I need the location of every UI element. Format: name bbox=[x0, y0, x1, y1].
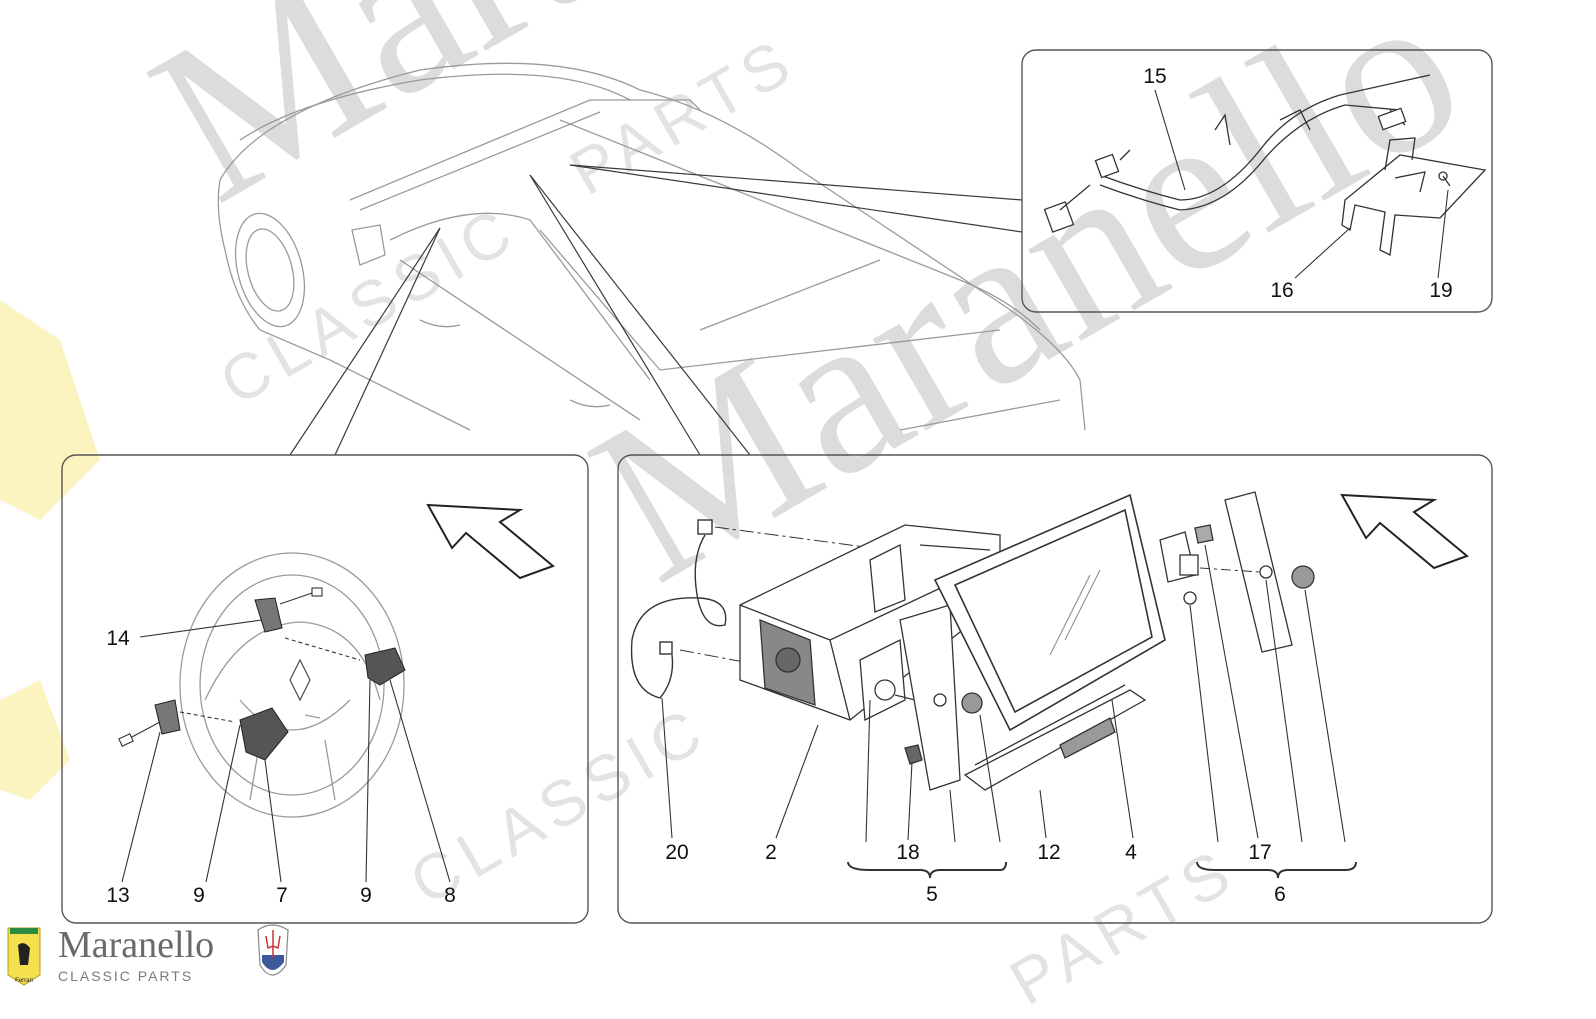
callout-8: 8 bbox=[444, 884, 456, 907]
radio-head-unit bbox=[739, 524, 1001, 722]
steering-wheel bbox=[179, 552, 405, 818]
steering-switches bbox=[118, 587, 406, 761]
detail-panel-steering-wheel bbox=[61, 454, 589, 924]
callout-9: 9 bbox=[360, 884, 372, 907]
callout-5: 5 bbox=[926, 883, 938, 906]
callout-19: 19 bbox=[1429, 279, 1453, 302]
brand-subtitle: CLASSIC PARTS bbox=[58, 968, 194, 984]
detail-panel-wiring bbox=[1021, 49, 1493, 313]
zoom-leader-lines bbox=[289, 164, 1023, 456]
callout-13: 13 bbox=[106, 884, 130, 907]
callout-4: 4 bbox=[1125, 841, 1137, 864]
wiring-harness bbox=[1043, 74, 1431, 233]
callout-15: 15 bbox=[1143, 65, 1167, 88]
mounting-bracket bbox=[1341, 137, 1487, 256]
callout-14: 14 bbox=[106, 627, 130, 650]
callout-12: 12 bbox=[1037, 841, 1061, 864]
callout-leaders-right bbox=[661, 544, 1357, 879]
ferrari-shield-logo: Ferrari bbox=[7, 927, 41, 986]
callout-18: 18 bbox=[896, 841, 920, 864]
callout-2: 2 bbox=[765, 841, 777, 864]
callout-6: 6 bbox=[1274, 883, 1286, 906]
callout-9: 9 bbox=[193, 884, 205, 907]
mount-clip-assembly bbox=[1159, 491, 1315, 653]
display-screen bbox=[933, 493, 1166, 732]
direction-arrow-right bbox=[1340, 493, 1469, 570]
mounting-rail bbox=[963, 684, 1147, 791]
callout-leaders-top bbox=[1154, 89, 1449, 279]
antenna-cable bbox=[630, 519, 1001, 699]
detail-panel-infotainment bbox=[617, 454, 1493, 924]
direction-arrow-left bbox=[426, 503, 555, 580]
callout-20: 20 bbox=[665, 841, 689, 864]
callout-7: 7 bbox=[276, 884, 288, 907]
car-outline bbox=[217, 62, 1086, 431]
ferrari-watermark-shield bbox=[0, 300, 100, 800]
callout-17: 17 bbox=[1248, 841, 1272, 864]
ferrari-shield-text: Ferrari bbox=[15, 978, 33, 984]
maserati-emblem-logo bbox=[257, 924, 289, 976]
callout-16: 16 bbox=[1270, 279, 1294, 302]
support-bracket bbox=[899, 604, 983, 791]
brand-name: Maranello bbox=[58, 924, 215, 966]
callout-leaders-left bbox=[121, 619, 451, 883]
